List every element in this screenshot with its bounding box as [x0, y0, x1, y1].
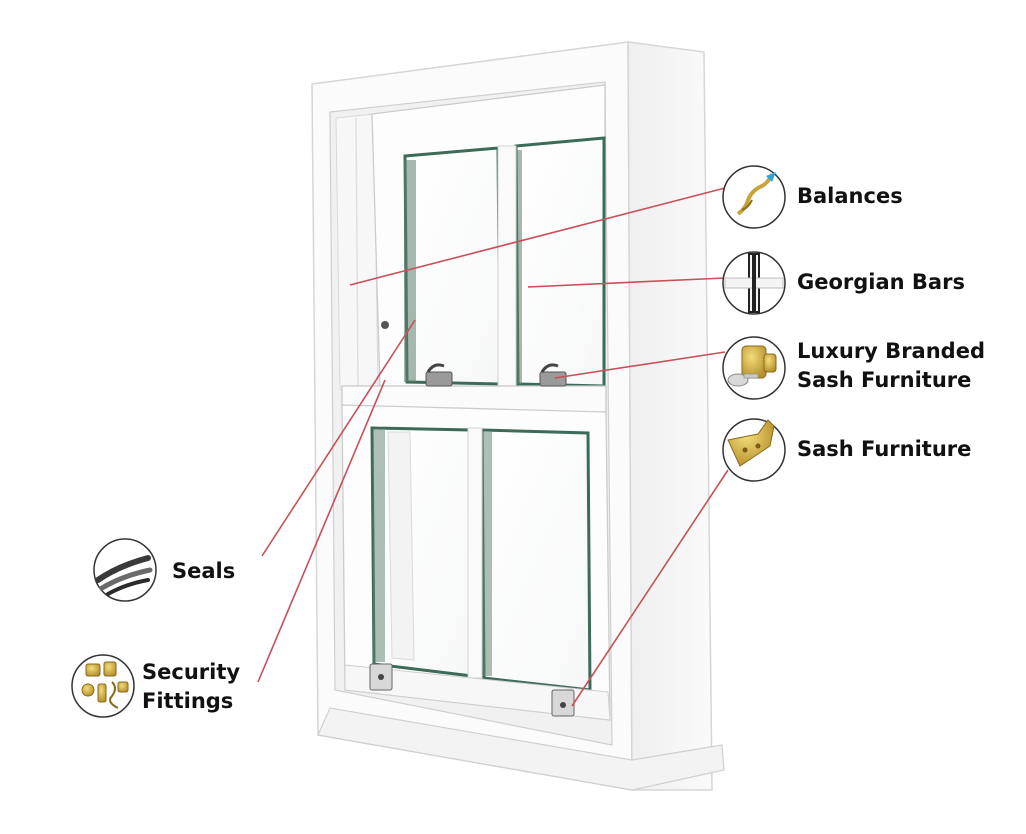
sash-lift-right — [551, 689, 575, 717]
label-balances-text: Balances — [797, 184, 903, 208]
label-georgian-bars-text: Georgian Bars — [797, 270, 965, 294]
leader-line-balances — [349, 187, 726, 286]
label-seals: Seals — [172, 557, 235, 586]
brass-sash-lift-icon — [722, 418, 786, 482]
label-security-fittings: Security Fittings — [142, 658, 240, 716]
label-sash-furniture-text: Sash Furniture — [797, 437, 972, 461]
security-fittings-icon — [71, 654, 135, 718]
sash-lock-right — [539, 363, 567, 387]
label-sash-furniture: Sash Furniture — [797, 435, 971, 464]
label-security-line2: Fittings — [142, 689, 234, 713]
lower-georgian-bar — [467, 427, 483, 679]
leader-line-security — [257, 379, 386, 683]
georgian-bar-cross-icon — [722, 251, 786, 315]
label-luxury-line1: Luxury Branded — [797, 339, 985, 363]
label-luxury-sash-furniture: Luxury Branded Sash Furniture — [797, 337, 985, 395]
brass-sash-lock-icon — [722, 336, 786, 400]
frame-side-depth — [627, 41, 713, 791]
window-sill — [317, 707, 725, 791]
lower-left-pane — [370, 426, 474, 678]
sash-window — [311, 41, 725, 791]
label-luxury-line2: Sash Furniture — [797, 368, 972, 392]
leader-line-seals — [261, 319, 416, 557]
leader-line-luxury-sash — [554, 351, 726, 379]
label-seals-text: Seals — [172, 559, 236, 583]
upper-left-pane — [403, 146, 502, 386]
balance-spring-icon — [722, 165, 786, 229]
leader-line-sash-furniture — [571, 469, 729, 707]
leader-line-georgian-bars — [527, 277, 726, 288]
leader-lines — [257, 187, 729, 707]
sash-lift-left — [369, 663, 393, 691]
upper-georgian-bar — [497, 145, 517, 387]
rubber-seal-strips-icon — [93, 538, 157, 602]
label-balances: Balances — [797, 182, 903, 211]
label-security-line1: Security — [142, 660, 241, 684]
label-georgian-bars: Georgian Bars — [797, 268, 965, 297]
sash-lock-left — [425, 363, 453, 387]
upper-right-pane — [514, 136, 606, 388]
lower-right-pane — [480, 428, 592, 692]
